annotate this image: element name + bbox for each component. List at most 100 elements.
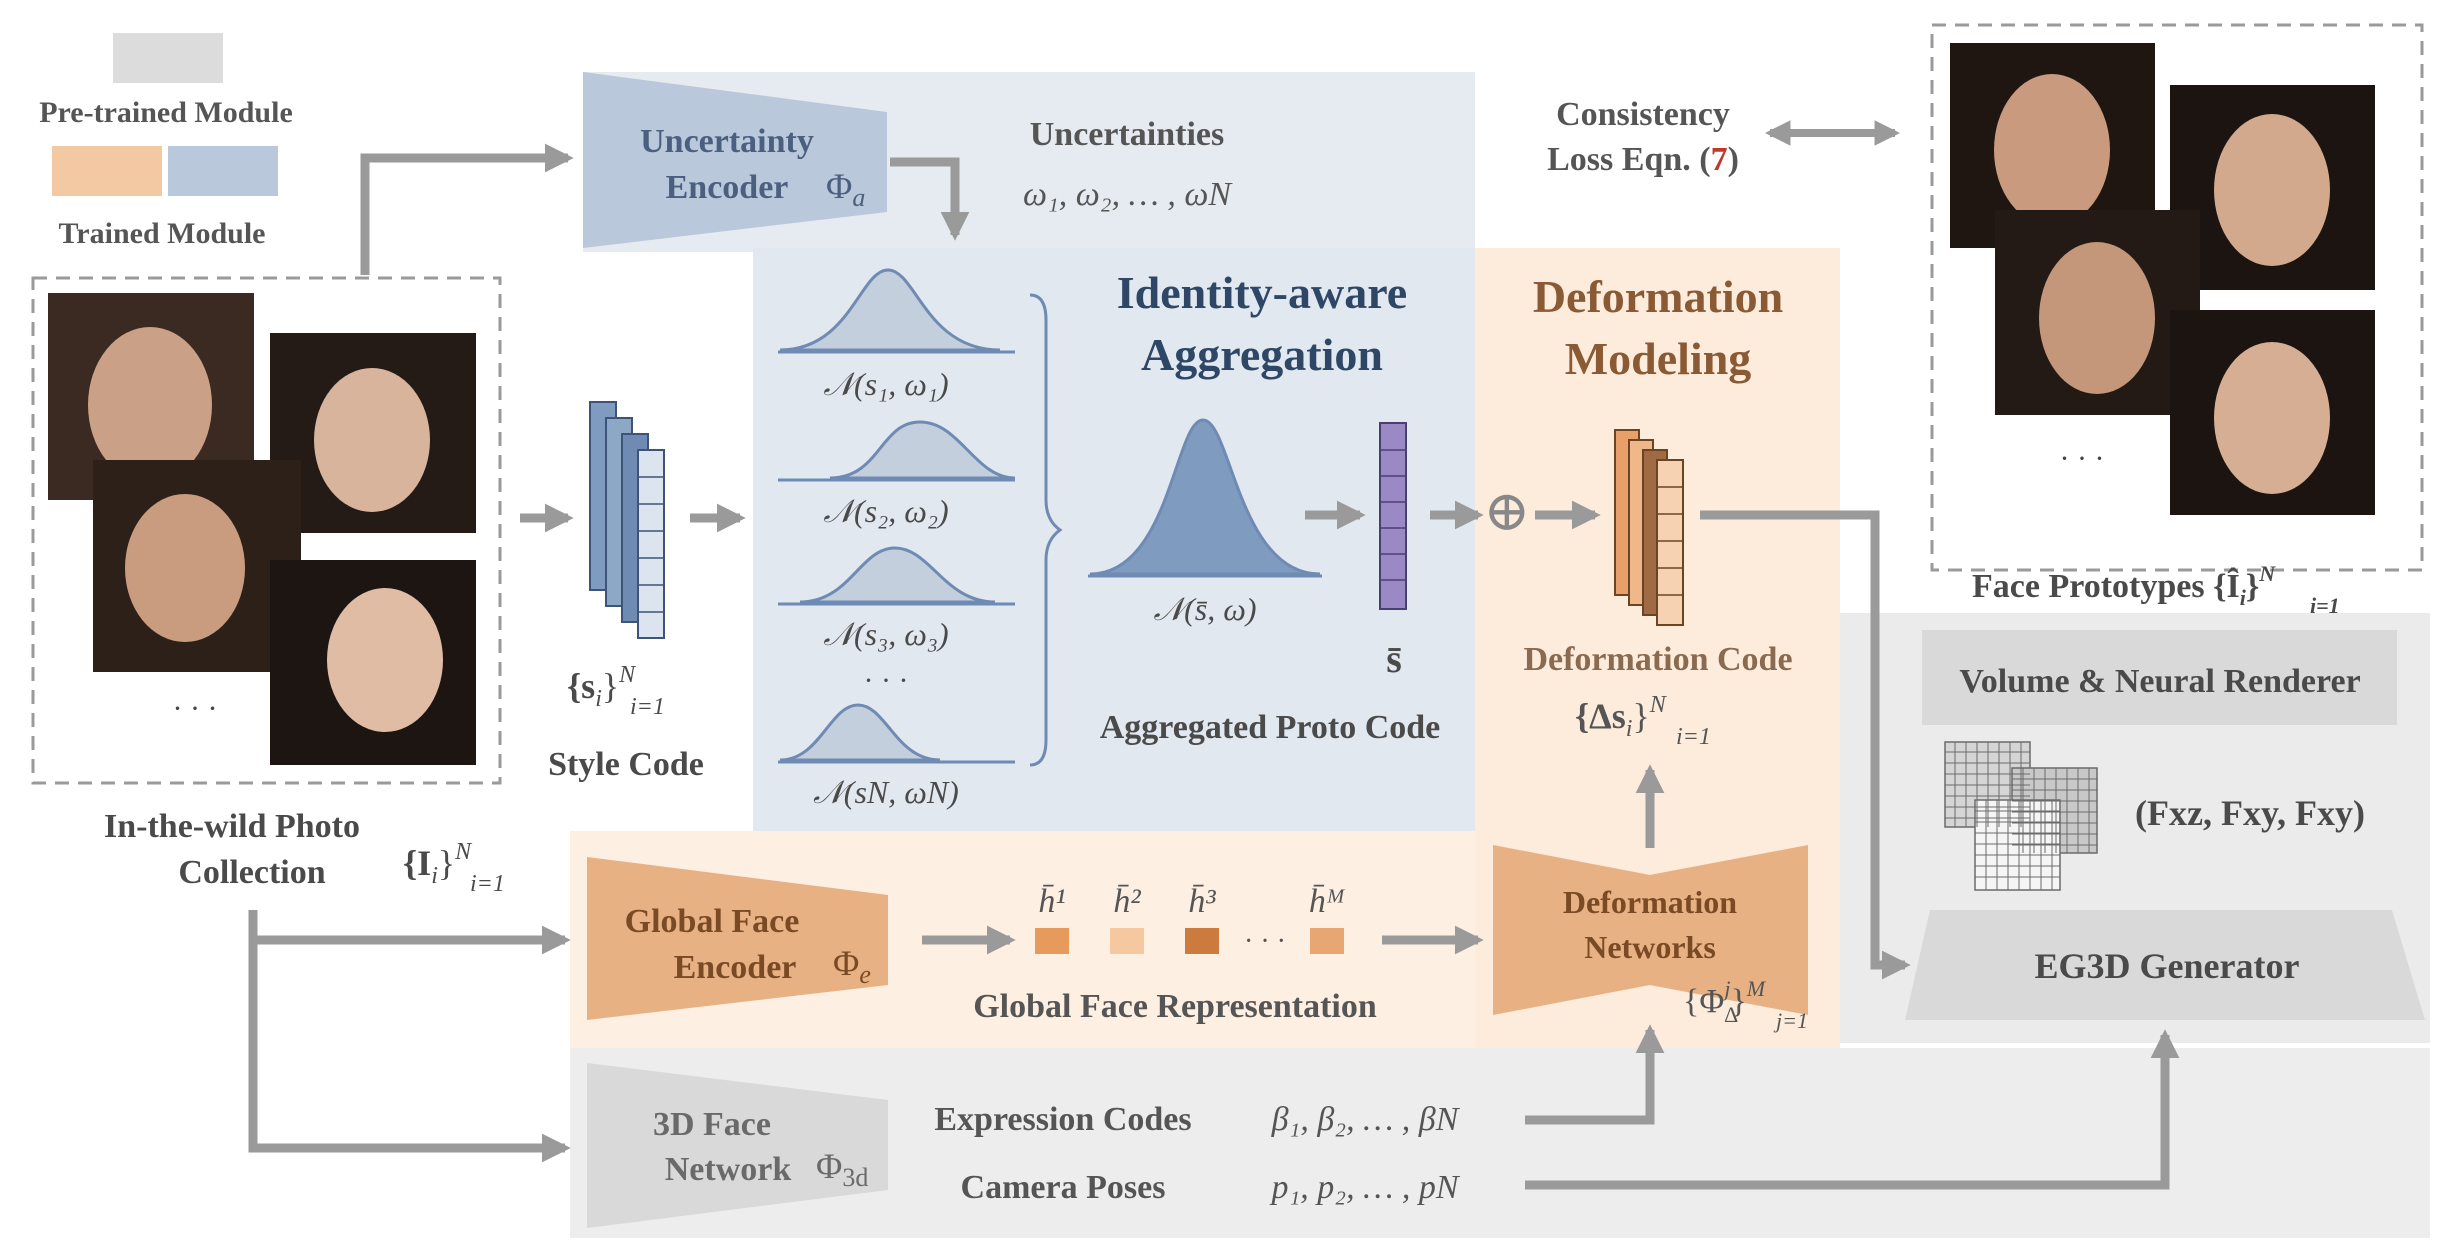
triplane-grid-lines: [1945, 742, 2097, 890]
deformation-title-line1: Deformation: [1533, 271, 1783, 322]
legend-pretrained-swatch: [113, 33, 223, 83]
prototypes-label-sup: N: [2258, 561, 2276, 586]
deformation-code-math-main: {Δs: [1575, 696, 1626, 736]
deformation-networks-math-range: j=1: [1773, 1008, 1808, 1033]
uncertainty-values: ω₁, ω₂, … , ωN: [1023, 176, 1233, 213]
global-face-tokens: [1035, 928, 1344, 954]
face3d-network-line2: Network: [665, 1151, 792, 1188]
style-code-label: Style Code: [548, 746, 704, 783]
arrow-deformation-to-generator: [1700, 510, 1911, 980]
renderer-title: Volume & Neural Renderer: [1959, 663, 2360, 700]
gaussian-1: 𝒩(s₁, ω₁): [778, 268, 1015, 402]
style-code-math-main: {s: [567, 666, 595, 706]
gaussian-n-label: 𝒩(sN, ωN): [813, 774, 959, 810]
gaussian-3-label: 𝒩(s₃, ω₃): [823, 616, 948, 652]
renderer-title-box: [1922, 630, 2397, 725]
deformation-networks-math-close: }: [1730, 983, 1746, 1020]
input-photos: [48, 293, 476, 765]
proto-code-bar-rect: [1379, 422, 1407, 610]
deformation-code-math-sup: N: [1649, 692, 1668, 718]
prototypes-frame: [1930, 23, 2424, 572]
global-face-encoder-phi: Φ: [833, 943, 859, 983]
face3d-network-phi: Φ: [816, 1146, 842, 1186]
deformation-networks-math-sup2: M: [1746, 976, 1767, 1001]
prototypes-label-range: i=1: [2310, 593, 2340, 618]
input-photo-4-face: [327, 588, 443, 732]
arrows: [248, 143, 2180, 1190]
aggregation-title-line1: Identity-aware: [1117, 267, 1407, 318]
style-code-math-close: }: [602, 666, 619, 706]
eg3d-generator-label: EG3D Generator: [2035, 946, 2300, 986]
gaussian-1-curve: [779, 268, 1001, 352]
token-label-m: h̄ᴹ: [1309, 883, 1346, 920]
deformation-networks-line2: Networks: [1584, 929, 1716, 965]
aggregated-gaussian-curve: [1089, 418, 1321, 576]
token-3: [1185, 928, 1219, 954]
uncertainty-encoder-phi: Φ: [826, 166, 852, 206]
prototype-photo-1-face: [1994, 74, 2110, 226]
prototypes-label-main: Face Prototypes {Î: [1972, 567, 2240, 605]
input-math-range: i=1: [470, 871, 505, 897]
camera-label: Camera Poses: [961, 1169, 1166, 1206]
prototype-photo-4-face: [2214, 342, 2330, 494]
legend-pretrained-label: Pre-trained Module: [39, 96, 293, 129]
token-1: [1035, 928, 1069, 954]
deformation-networks-math-main: {Φ: [1683, 983, 1724, 1020]
input-photo-2-face: [314, 368, 430, 512]
input-title-line1: In-the-wild Photo: [104, 808, 360, 845]
deformation-code-math-close: }: [1632, 696, 1649, 736]
gaussian-3: 𝒩(s₃, ω₃): [778, 546, 1015, 652]
arrow-uncertainty-down: [890, 157, 970, 241]
uncertainty-encoder-sub: a: [852, 183, 865, 212]
legend-trained-blue-swatch: [168, 146, 278, 196]
deformation-code-bar-4: [1656, 459, 1684, 626]
uncertainty-label: Uncertainties: [1030, 116, 1225, 153]
deformation-code-math-sub: i: [1626, 716, 1633, 742]
deformation-title-line2: Modeling: [1565, 333, 1752, 384]
expression-label: Expression Codes: [934, 1101, 1191, 1138]
deformation-networks-math: {ΦΔj}Mj=1: [1683, 976, 1808, 1033]
token-m: [1310, 928, 1344, 954]
token-label-1: h̄¹: [1038, 883, 1065, 920]
gaussian-n: 𝒩(sN, ωN): [778, 703, 1015, 810]
consistency-ref: 7: [1711, 141, 1728, 178]
deformation-networks-line1: Deformation: [1563, 884, 1737, 920]
legend-trained-orange-swatch: [52, 146, 162, 196]
deformation-code-label: Deformation Code: [1523, 641, 1792, 678]
arrow-input-to-uncertainty: [360, 143, 574, 275]
arrow-expression-to-networks: [1525, 1024, 1665, 1125]
uncertainty-encoder-line1: Uncertainty: [640, 123, 814, 160]
deformation-code-math: {Δsi}Ni=1: [1575, 692, 1711, 750]
consistency-prefix: Loss Eqn. (: [1547, 141, 1710, 178]
eg3d-generator-block: [1905, 910, 2425, 1020]
gaussian-3-curve: [799, 546, 996, 604]
camera-values: p₁, p₂, … , pN: [1269, 1169, 1460, 1206]
prototypes-label-close: }: [2246, 568, 2259, 605]
legend-trained-label: Trained Module: [59, 217, 266, 250]
style-code-bar-4-rect: [637, 449, 665, 639]
arrow-input-to-global: [248, 910, 571, 955]
prototype-photos: [1950, 43, 2375, 515]
face3d-network-sub: 3d: [842, 1163, 868, 1192]
input-math-sup: N: [454, 839, 473, 865]
global-face-label: Global Face Representation: [973, 988, 1377, 1025]
global-face-encoder-line1: Global Face: [625, 903, 800, 940]
consistency-line2: Loss Eqn. (7): [1547, 141, 1739, 178]
style-code-math-sub: i: [595, 686, 602, 712]
arrow-input-to-face3d: [248, 935, 571, 1163]
prototypes-label: Face Prototypes {Îi}Ni=1: [1972, 561, 2340, 618]
prototypes-label-sub: i: [2240, 585, 2247, 610]
global-face-encoder-sub: e: [859, 960, 871, 989]
deformation-code-math-range: i=1: [1676, 724, 1711, 750]
token-2: [1110, 928, 1144, 954]
input-math-close: }: [438, 843, 455, 883]
consistency-suffix: ): [1728, 141, 1739, 178]
plus-operator: ⊕: [1484, 481, 1531, 543]
face3d-network-block: [587, 1063, 888, 1228]
triplane-grids: [1944, 741, 2098, 891]
token-dots: · · ·: [1244, 926, 1286, 957]
deformation-networks-shape: [1493, 845, 1808, 1015]
triplane-label: (Fxz, Fxy, Fxy): [2135, 793, 2365, 833]
